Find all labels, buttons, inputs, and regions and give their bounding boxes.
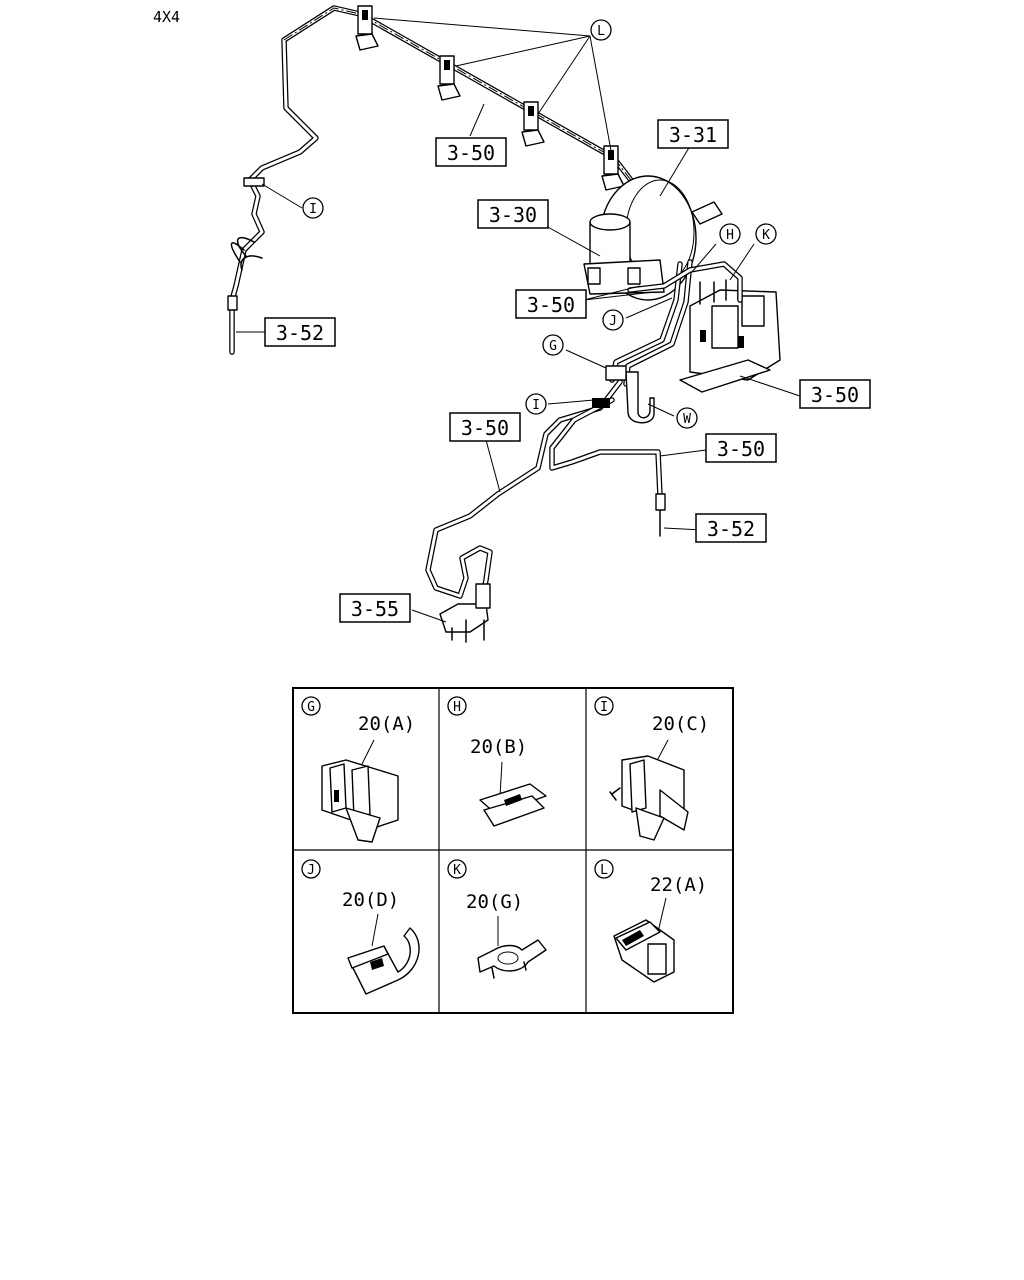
clamp-l-1 [355,5,379,51]
callout-3-50-lower-left: 3-50 [449,412,521,442]
legend-part-number: 20(C) [652,713,709,735]
legend-part-number: 20(G) [466,891,523,913]
clamp-l-2 [437,55,461,101]
clamp-legend: G 20(A) H 20(B) [292,687,734,1014]
assembly-drawing: 3-50 3-31 3-30 3-50 3-52 3-50 3-50 3-50 [227,5,871,643]
legend-cell-g: G 20(A) [301,696,415,843]
svg-text:G: G [549,339,557,354]
callout-3-30: 3-30 [477,199,549,229]
svg-text:I: I [309,202,317,217]
legend-part-number: 22(A) [650,874,707,896]
clamp-l-group [355,5,625,191]
callout-label: 3-52 [276,321,324,345]
callout-3-50-master: 3-50 [515,289,587,319]
three-way-joint [439,583,491,643]
legend-part-number: 20(D) [342,889,399,911]
clip-20b-icon [479,783,547,827]
legend-cell-h: H 20(B) [447,696,547,827]
clip-20a-icon [321,759,399,843]
legend-letter: H [453,700,461,715]
legend-letter: I [600,700,608,715]
callout-3-50-lower-right: 3-50 [705,433,777,463]
legend-letter: J [307,863,315,878]
marker-i-upper: I [302,197,324,219]
legend-letter: G [307,700,315,715]
legend-part-number: 20(B) [470,736,527,758]
svg-text:I: I [532,398,540,413]
callout-label: 3-30 [489,203,537,227]
callout-label: 3-31 [669,123,717,147]
hydraulic-unit [679,279,781,393]
marker-h: H [719,223,741,245]
svg-text:L: L [597,24,605,39]
leader-lines [236,17,801,623]
legend-cell-k: K 20(G) [447,859,547,979]
callout-label: 3-50 [527,293,575,317]
legend-cell-i: I 20(C) [594,696,709,841]
callout-label: 3-50 [717,437,765,461]
marker-k: K [755,223,777,245]
callout-label: 3-50 [461,416,509,440]
middle-brake-pipes [425,259,743,603]
marker-g: G [542,334,564,356]
svg-text:K: K [762,228,770,243]
marker-w: W [676,407,698,429]
clip-20g-icon [477,939,547,979]
callout-label: 3-50 [811,383,859,407]
legend-letter: L [600,863,608,878]
legend-part-number: 20(A) [358,713,415,735]
clamp-l-4 [601,145,625,191]
callout-label: 3-55 [351,597,399,621]
bracket-g [592,365,655,424]
clip-22a-icon [613,919,675,983]
legend-cell-j: J 20(D) [301,859,420,995]
callout-3-50-unit: 3-50 [799,379,871,409]
marker-i-lower: I [525,393,547,415]
callout-3-55: 3-55 [339,593,411,623]
marker-l: L [590,19,612,41]
svg-text:J: J [609,314,617,329]
legend-letter: K [453,863,461,878]
callout-3-50-upper: 3-50 [435,137,507,167]
master-cylinder [583,213,665,295]
clip-20c-icon [609,755,689,841]
legend-cell-l: L 22(A) [594,859,707,983]
callout-label: 3-50 [447,141,495,165]
diagram-heading: 4X4 [153,8,180,26]
callout-label: 3-52 [707,517,755,541]
callout-3-52-right: 3-52 [695,513,767,543]
callout-3-31: 3-31 [657,119,729,149]
clip-20d-icon [347,927,420,995]
marker-j: J [602,309,624,331]
svg-text:H: H [726,228,734,243]
svg-text:W: W [683,412,691,427]
clamp-l-3 [521,101,545,147]
callout-3-52-left: 3-52 [264,317,336,347]
